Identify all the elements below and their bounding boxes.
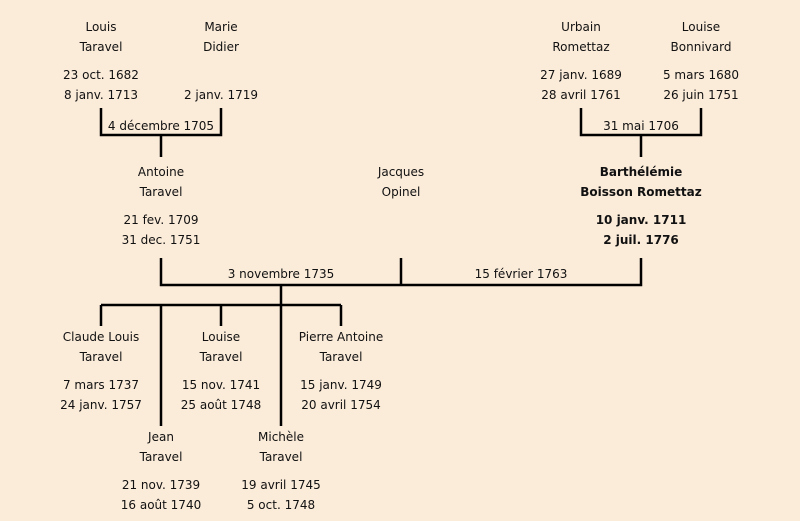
death-date: 24 janv. 1757 <box>60 398 142 412</box>
first-name: Louise <box>201 330 241 344</box>
person-antoine-taravel[interactable]: Antoine Taravel 21 fev. 1709 31 dec. 175… <box>86 162 236 250</box>
first-name: Antoine <box>137 165 185 179</box>
death-date: 8 janv. 1713 <box>63 88 139 102</box>
first-name: Claude Louis <box>62 330 140 344</box>
marriage-date-antoine-barthelemie: 3 novembre 1735 <box>227 267 335 281</box>
first-name: Barthélémie <box>599 165 683 179</box>
birth-date: 7 mars 1737 <box>62 378 140 392</box>
death-date: 20 avril 1754 <box>301 398 381 412</box>
person-michele-taravel[interactable]: Michèle Taravel 19 avril 1745 5 oct. 174… <box>206 427 356 515</box>
first-name: Urbain <box>561 20 601 34</box>
person-urbain-romettaz[interactable]: Urbain Romettaz 27 janv. 1689 28 avril 1… <box>506 17 656 105</box>
marriage-date-jacques-barthelemie: 15 février 1763 <box>474 267 568 281</box>
first-name: Pierre Antoine <box>298 330 384 344</box>
person-louis-taravel[interactable]: Louis Taravel 23 oct. 1682 8 janv. 1713 <box>26 17 176 105</box>
person-pierre-antoine-taravel[interactable]: Pierre Antoine Taravel 15 janv. 1749 20 … <box>266 327 416 415</box>
last-name: Bonnivard <box>670 40 732 54</box>
last-name: Taravel <box>139 185 183 199</box>
birth-date: 19 avril 1745 <box>241 478 321 492</box>
birth-date: 21 nov. 1739 <box>121 478 201 492</box>
birth-date: 15 nov. 1741 <box>181 378 261 392</box>
first-name: Louise <box>681 20 721 34</box>
first-name: Michèle <box>258 430 304 444</box>
last-name: Opinel <box>381 185 421 199</box>
person-louise-bonnivard[interactable]: Louise Bonnivard 5 mars 1680 26 juin 175… <box>626 17 776 105</box>
last-name: Taravel <box>79 350 123 364</box>
birth-date <box>146 65 296 85</box>
first-name: Jean <box>148 430 174 444</box>
death-date: 2 juil. 1776 <box>603 233 679 247</box>
first-name: Marie <box>204 20 238 34</box>
person-barthelemie-boisson-romettaz[interactable]: Barthélémie Boisson Romettaz 10 janv. 17… <box>556 162 726 250</box>
last-name: Didier <box>203 40 239 54</box>
last-name: Taravel <box>259 450 303 464</box>
marriage-date-urbain-louise: 31 mai 1706 <box>603 119 679 133</box>
last-name: Taravel <box>199 350 243 364</box>
marriage-date-louis-marie: 4 décembre 1705 <box>107 119 215 133</box>
person-claude-louis-taravel[interactable]: Claude Louis Taravel 7 mars 1737 24 janv… <box>26 327 176 415</box>
person-jean-taravel[interactable]: Jean Taravel 21 nov. 1739 16 août 1740 <box>86 427 236 515</box>
death-date: 25 août 1748 <box>180 398 262 412</box>
death-date: 31 dec. 1751 <box>121 233 201 247</box>
person-marie-didier[interactable]: Marie Didier 2 janv. 1719 <box>146 17 296 105</box>
birth-date: 21 fev. 1709 <box>123 213 199 227</box>
last-name: Taravel <box>319 350 363 364</box>
person-louise-taravel[interactable]: Louise Taravel 15 nov. 1741 25 août 1748 <box>146 327 296 415</box>
death-date: 2 janv. 1719 <box>183 88 259 102</box>
birth-date: 10 janv. 1711 <box>595 213 687 227</box>
birth-date: 15 janv. 1749 <box>300 378 382 392</box>
person-jacques-opinel[interactable]: Jacques Opinel <box>326 162 476 202</box>
last-name: Boisson Romettaz <box>580 185 702 199</box>
birth-date: 23 oct. 1682 <box>63 68 139 82</box>
last-name: Taravel <box>79 40 123 54</box>
birth-date: 27 janv. 1689 <box>540 68 622 82</box>
birth-date: 5 mars 1680 <box>662 68 740 82</box>
first-name: Jacques <box>377 165 425 179</box>
death-date: 16 août 1740 <box>120 498 202 512</box>
last-name: Romettaz <box>552 40 610 54</box>
death-date: 28 avril 1761 <box>541 88 621 102</box>
death-date: 26 juin 1751 <box>663 88 739 102</box>
first-name: Louis <box>85 20 117 34</box>
death-date: 5 oct. 1748 <box>246 498 316 512</box>
last-name: Taravel <box>139 450 183 464</box>
